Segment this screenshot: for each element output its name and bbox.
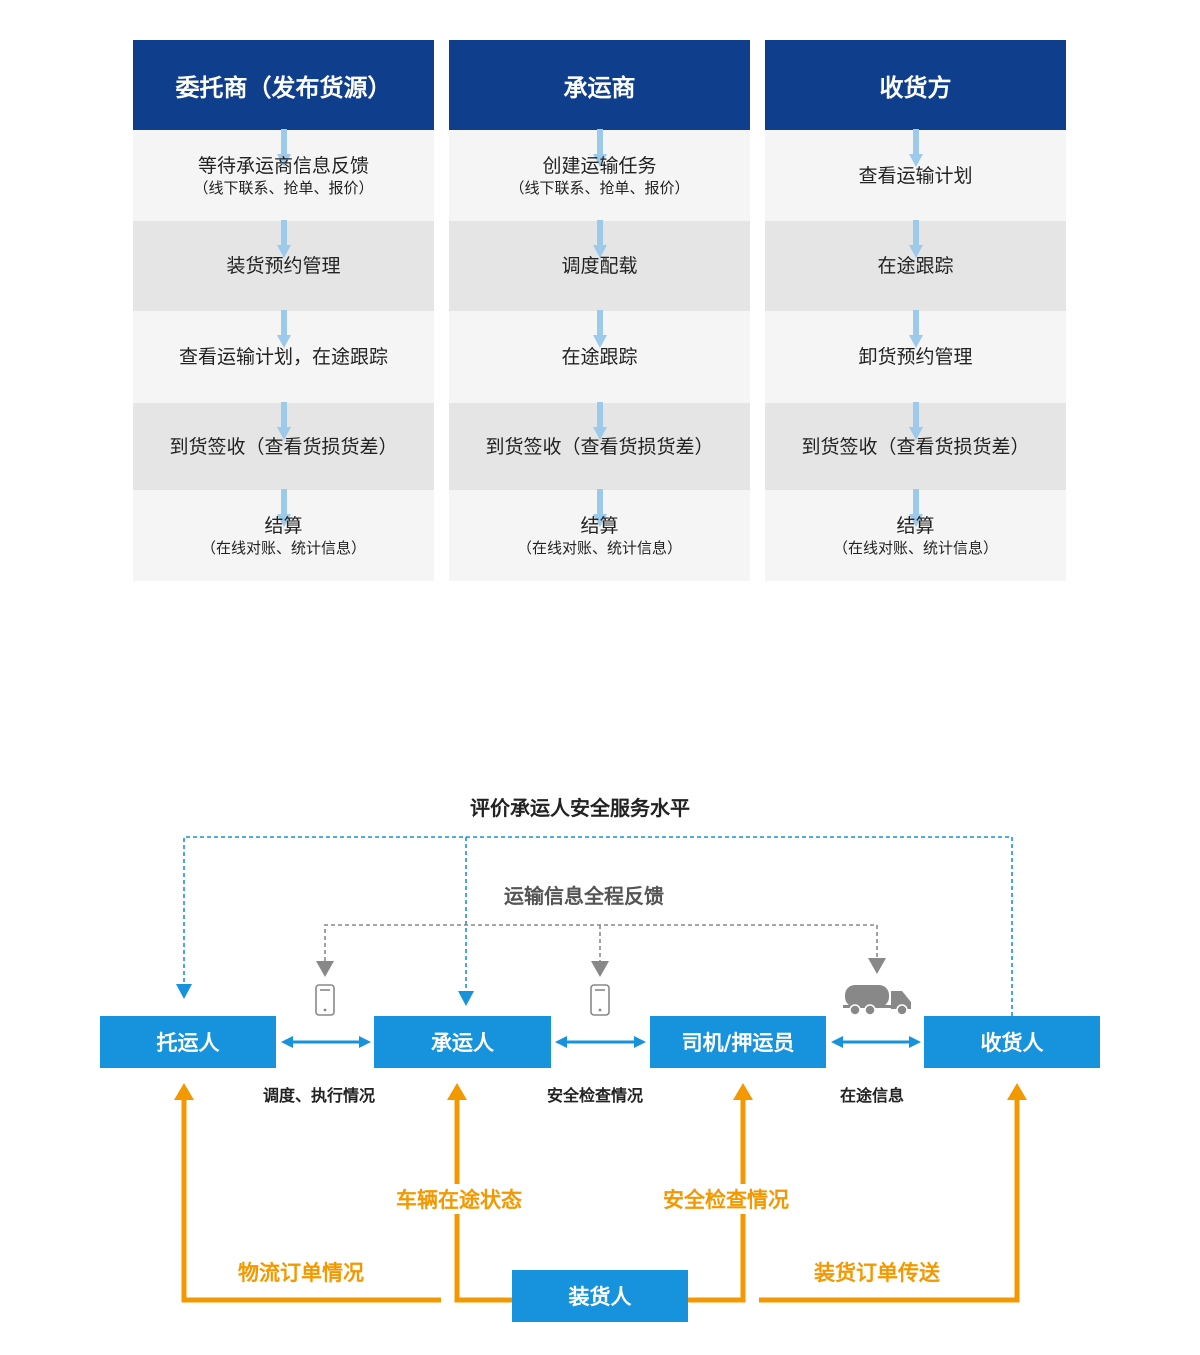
process-step: 等待承运商信息反馈 （线下联系、抢单、报价） <box>133 129 434 221</box>
process-column-shipper: 委托商（发布货源） 等待承运商信息反馈 （线下联系、抢单、报价） 装货预约管理 … <box>133 40 434 581</box>
node-carrier: 承运人 <box>374 1016 551 1068</box>
feedback-dotted-lines <box>324 924 878 961</box>
step-title: 结算 <box>264 514 303 537</box>
step-title: 查看运输计划，在途跟踪 <box>178 346 388 368</box>
step-title: 查看运输计划 <box>858 164 973 187</box>
step-title: 装货预约管理 <box>226 255 341 277</box>
step-title: 结算 <box>580 514 619 537</box>
orange-flow-lines <box>181 1098 1020 1303</box>
edge-label-shipper-carrier: 调度、执行情况 <box>263 1086 376 1105</box>
arrow-down-icon <box>458 991 474 1006</box>
orange-label-to-carrier: 车辆在途状态 <box>394 1184 524 1214</box>
process-step: 在途跟踪 <box>449 310 750 403</box>
node-consignee: 收货人 <box>924 1016 1100 1068</box>
process-step: 到货签收（查看货损货差） <box>449 402 750 490</box>
arrow-down-icon <box>316 961 334 977</box>
bidirectional-arrow-icon <box>555 1036 646 1048</box>
step-title: 在途跟踪 <box>561 346 638 368</box>
node-shipper: 托运人 <box>100 1016 276 1068</box>
process-step: 装货预约管理 <box>133 220 434 311</box>
process-step: 查看运输计划 <box>765 129 1066 221</box>
arrow-down-icon <box>176 984 192 999</box>
step-subtitle: （在线对账、统计信息） <box>832 538 998 557</box>
column-header: 收货方 <box>765 40 1066 130</box>
arrow-down-icon <box>591 961 609 977</box>
process-step: 到货签收（查看货损货差） <box>133 402 434 490</box>
step-subtitle: （在线对账、统计信息） <box>200 538 366 557</box>
arrow-down-icon <box>592 220 607 258</box>
process-step: 调度配载 <box>449 220 750 311</box>
arrow-down-icon <box>276 402 291 440</box>
arrow-up-icon <box>1007 1083 1027 1100</box>
phone-icon <box>315 984 335 1016</box>
arrow-down-icon <box>908 310 923 348</box>
step-subtitle: （线下联系、抢单、报价） <box>193 178 374 197</box>
arrow-up-icon <box>174 1083 194 1100</box>
arrow-down-icon <box>276 310 291 348</box>
arrow-down-icon <box>276 489 291 527</box>
arrow-down-icon <box>908 402 923 440</box>
orange-label-to-consignee: 装货订单传送 <box>812 1257 942 1287</box>
step-title: 到货签收（查看货损货差） <box>485 435 714 458</box>
step-title: 结算 <box>896 514 935 537</box>
orange-label-to-driver: 安全检查情况 <box>661 1184 791 1214</box>
step-title: 到货签收（查看货损货差） <box>801 435 1030 458</box>
process-step: 结算 （在线对账、统计信息） <box>449 489 750 581</box>
evaluation-dotted-lines <box>183 836 1013 1016</box>
arrow-down-icon <box>592 402 607 440</box>
process-step: 在途跟踪 <box>765 220 1066 311</box>
step-title: 到货签收（查看货损货差） <box>169 435 398 458</box>
arrow-down-icon <box>868 958 886 974</box>
edge-label-carrier-driver: 安全检查情况 <box>547 1086 644 1105</box>
bidirectional-arrow-icon <box>281 1036 371 1048</box>
process-step: 到货签收（查看货损货差） <box>765 402 1066 490</box>
step-title: 调度配载 <box>561 255 638 277</box>
process-column-consignee: 收货方 查看运输计划 在途跟踪 卸货预约管理 到货签收（查看货损货差） 结算 （… <box>765 40 1066 581</box>
arrow-down-icon <box>592 310 607 348</box>
bidirectional-arrow-icon <box>831 1036 921 1048</box>
arrow-up-icon <box>447 1083 467 1100</box>
arrow-down-icon <box>592 489 607 527</box>
tanker-truck-icon <box>843 985 911 1016</box>
process-step: 查看运输计划，在途跟踪 <box>133 310 434 403</box>
feedback-label: 运输信息全程反馈 <box>504 884 664 908</box>
arrow-down-icon <box>276 129 291 167</box>
process-step: 结算 （在线对账、统计信息） <box>133 489 434 581</box>
process-column-carrier: 承运商 创建运输任务 （线下联系、抢单、报价） 调度配载 在途跟踪 到货签收（查… <box>449 40 750 581</box>
column-header: 委托商（发布货源） <box>133 40 434 130</box>
phone-icon <box>590 984 610 1016</box>
step-title: 创建运输任务 <box>542 154 657 177</box>
arrow-down-icon <box>908 489 923 527</box>
flow-title: 评价承运人安全服务水平 <box>470 796 690 820</box>
node-loader: 装货人 <box>512 1270 688 1322</box>
arrow-down-icon <box>592 129 607 167</box>
process-step: 卸货预约管理 <box>765 310 1066 403</box>
node-driver: 司机/押运员 <box>650 1016 826 1068</box>
process-step: 创建运输任务 （线下联系、抢单、报价） <box>449 129 750 221</box>
orange-label-to-shipper: 物流订单情况 <box>236 1257 366 1287</box>
edge-label-driver-consignee: 在途信息 <box>840 1086 905 1105</box>
step-title: 在途跟踪 <box>877 255 954 277</box>
step-title: 等待承运商信息反馈 <box>197 154 369 177</box>
process-step: 结算 （在线对账、统计信息） <box>765 489 1066 581</box>
column-header: 承运商 <box>449 40 750 130</box>
arrow-down-icon <box>908 129 923 167</box>
step-title: 卸货预约管理 <box>858 346 973 368</box>
arrow-down-icon <box>908 220 923 258</box>
step-subtitle: （线下联系、抢单、报价） <box>509 178 690 197</box>
arrow-down-icon <box>276 220 291 258</box>
step-subtitle: （在线对账、统计信息） <box>516 538 682 557</box>
arrow-up-icon <box>733 1083 753 1100</box>
